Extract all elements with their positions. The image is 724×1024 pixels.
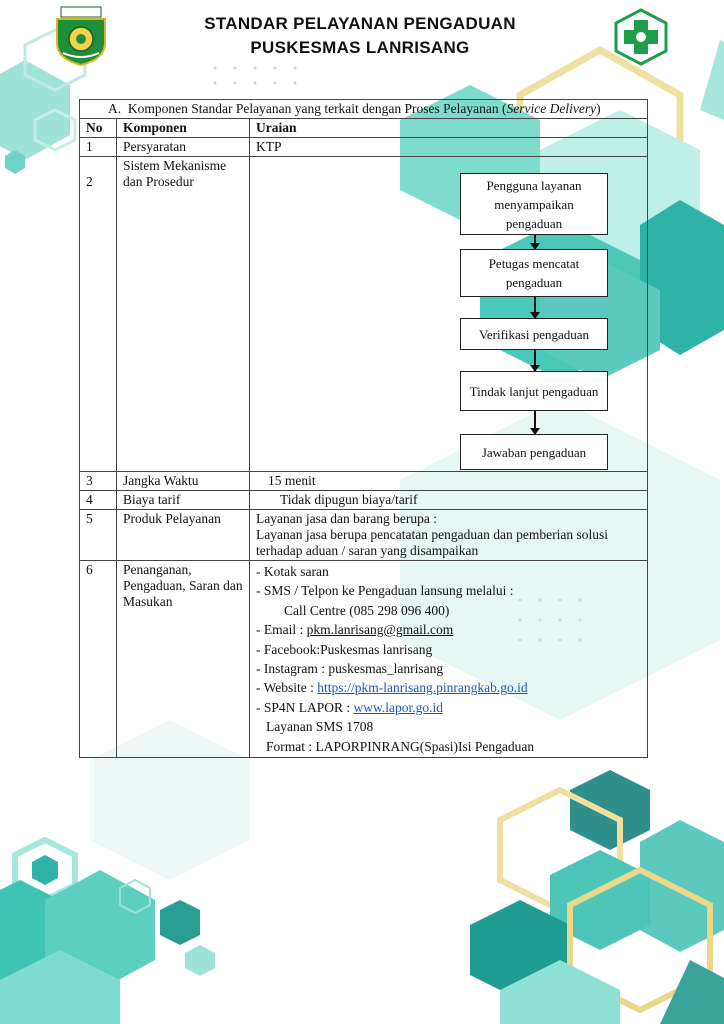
row-number: 3 xyxy=(79,471,117,491)
puskesmas-cross-logo xyxy=(612,8,670,66)
section-title: Komponen Standar Pelayanan yang terkait … xyxy=(127,101,507,116)
row-number: 2 xyxy=(79,156,117,472)
procedure-flowchart: Pengguna layanan menyampaikan pengaduan … xyxy=(249,156,648,472)
flow-arrow-icon xyxy=(531,235,539,250)
row-komponen: Persyaratan xyxy=(116,137,250,157)
table-row: 2 Sistem Mekanisme dan Prosedur Pengguna… xyxy=(79,156,648,472)
row-komponen: Penanganan, Pengaduan, Saran dan Masukan xyxy=(116,559,250,759)
produk-line-1: Layanan jasa dan barang berupa : xyxy=(256,511,438,526)
channel-lapor: - SP4N LAPOR : www.lapor.go.id xyxy=(256,698,641,717)
produk-line-2: Layanan jasa berupa pencatatan pengaduan… xyxy=(256,527,608,558)
channel-format: Format : LAPORPINRANG(Spasi)Isi Pengadua… xyxy=(266,738,535,754)
channel-email: - Email : pkm.lanrisang@gmail.com xyxy=(256,620,641,639)
row-number: 1 xyxy=(79,137,117,157)
channel-instagram: - Instagram : puskesmas_lanrisang xyxy=(256,661,444,677)
channel-facebook: - Facebook:Puskesmas lanrisang xyxy=(256,641,433,657)
complaint-channels: - Kotak saran - SMS / Telpon ke Pengadua… xyxy=(249,559,648,759)
flow-step-3: Verifikasi pengaduan xyxy=(460,318,608,350)
table-row: 4 Biaya tarif Tidak dipugun biaya/tarif xyxy=(79,490,648,510)
row-uraian-value: Tidak dipugun biaya/tarif xyxy=(280,492,418,507)
section-title-close: ) xyxy=(596,101,601,116)
column-header-no: No xyxy=(79,118,117,138)
row-uraian: KTP xyxy=(249,137,648,157)
kabupaten-crest-logo xyxy=(53,5,109,67)
column-header-uraian: Uraian xyxy=(249,118,648,138)
channel-website: - Website : https://pkm-lanrisang.pinran… xyxy=(256,678,641,697)
section-header-row: A. Komponen Standar Pelayanan yang terka… xyxy=(79,99,648,119)
table-row: 1 Persyaratan KTP xyxy=(79,137,648,157)
flow-arrow-icon xyxy=(531,350,539,372)
row-number: 6 xyxy=(79,559,117,759)
section-letter: A. xyxy=(108,101,122,116)
table-row: 3 Jangka Waktu 15 menit xyxy=(79,471,648,491)
channel-call-centre: Call Centre (085 298 096 400) xyxy=(284,602,450,618)
channel-sms-1708: Layanan SMS 1708 xyxy=(266,719,374,735)
row-uraian: 15 menit xyxy=(249,471,648,491)
flow-step-5: Jawaban pengaduan xyxy=(460,434,608,470)
lapor-label: - SP4N LAPOR : xyxy=(256,699,354,715)
page-title-line2: PUSKESMAS LANRISANG xyxy=(250,38,470,57)
flow-arrow-icon xyxy=(531,411,539,435)
row-number: 4 xyxy=(79,490,117,510)
flow-arrow-icon xyxy=(531,297,539,319)
row-komponen: Produk Pelayanan xyxy=(116,509,250,561)
row-number-value: 2 xyxy=(86,174,93,189)
section-title-italic: Service Delivery xyxy=(506,101,597,116)
row-uraian: Tidak dipugun biaya/tarif xyxy=(249,490,648,510)
row-number: 5 xyxy=(79,509,117,561)
table-row: 6 Penanganan, Pengaduan, Saran dan Masuk… xyxy=(79,559,648,759)
section-heading: A. Komponen Standar Pelayanan yang terka… xyxy=(79,99,648,119)
email-link[interactable]: pkm.lanrisang@gmail.com xyxy=(306,622,454,638)
table-row: 5 Produk Pelayanan Layanan jasa dan bara… xyxy=(79,509,648,561)
channel-kotak-saran: - Kotak saran xyxy=(256,564,329,579)
website-link[interactable]: https://pkm-lanrisang.pinrangkab.go.id xyxy=(317,680,528,696)
row-uraian-value: 15 menit xyxy=(268,473,316,488)
page-title-line1: STANDAR PELAYANAN PENGADUAN xyxy=(204,14,516,33)
email-label: - Email : xyxy=(256,622,307,638)
flow-step-1: Pengguna layanan menyampaikan pengaduan xyxy=(460,173,608,235)
flow-step-2: Petugas mencatat pengaduan xyxy=(460,249,608,297)
row-uraian: Layanan jasa dan barang berupa : Layanan… xyxy=(249,509,648,561)
website-label: - Website : xyxy=(256,680,318,696)
channel-list: - Kotak saran - SMS / Telpon ke Pengadua… xyxy=(256,562,641,756)
lapor-link[interactable]: www.lapor.go.id xyxy=(353,699,444,715)
channel-sms: - SMS / Telpon ke Pengaduan lansung mela… xyxy=(256,583,514,599)
column-header-row: No Komponen Uraian xyxy=(79,118,648,138)
row-komponen: Jangka Waktu xyxy=(116,471,250,491)
row-komponen: Biaya tarif xyxy=(116,490,250,510)
service-standard-table: A. Komponen Standar Pelayanan yang terka… xyxy=(79,99,648,759)
row-komponen: Sistem Mekanisme dan Prosedur xyxy=(116,156,250,472)
flow-step-4: Tindak lanjut pengaduan xyxy=(460,371,608,411)
column-header-komponen: Komponen xyxy=(116,118,250,138)
